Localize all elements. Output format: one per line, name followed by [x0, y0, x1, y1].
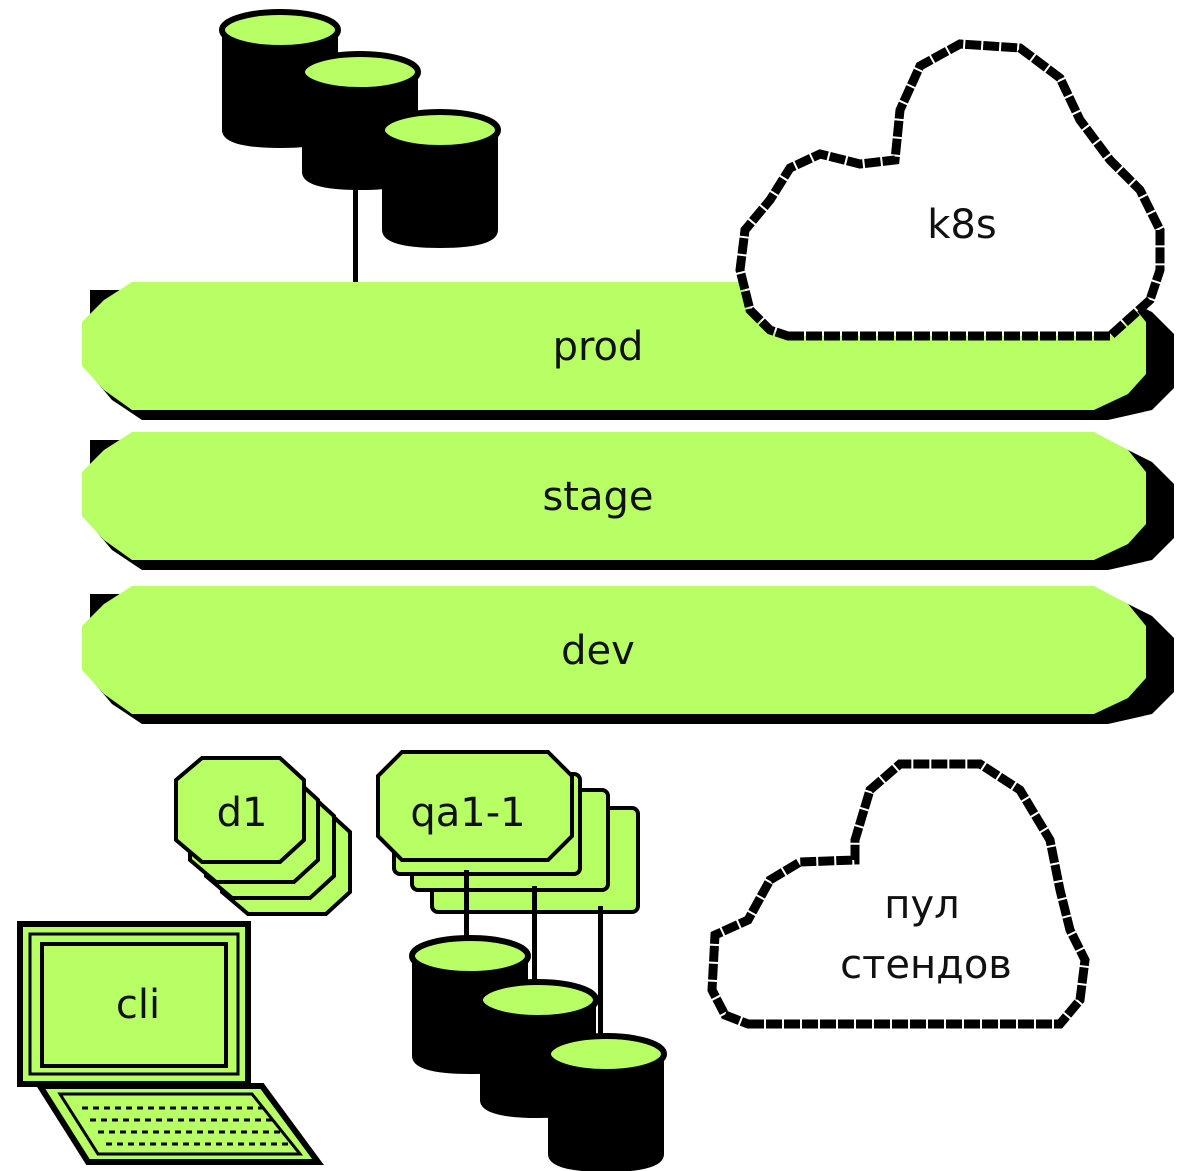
d1-stand-stack: d1	[174, 756, 352, 916]
connector-line	[532, 886, 537, 984]
connector-line	[353, 182, 358, 282]
dev-band: dev	[82, 586, 1174, 724]
laptop-icon: cli	[17, 921, 324, 1165]
cli-label: cli	[116, 982, 160, 1028]
connector-line	[598, 906, 603, 1036]
dev-label: dev	[561, 628, 635, 674]
pool-label-line2: стендов	[840, 942, 1012, 988]
prod-label: prod	[553, 324, 644, 370]
database-icon	[382, 112, 498, 248]
k8s-label: k8s	[927, 202, 996, 248]
stand-pool-cloud: пул стендов	[707, 759, 1090, 1029]
connector-line	[464, 870, 469, 940]
stage-band: stage	[82, 432, 1174, 570]
stage-label: stage	[542, 474, 653, 520]
bottom-database-stack	[412, 938, 664, 1171]
qa-label: qa1-1	[410, 790, 525, 836]
k8s-cloud: k8s	[735, 39, 1165, 341]
qa-stand-stack: qa1-1	[376, 750, 640, 1036]
top-database-stack	[222, 12, 498, 282]
pool-label-line1: пул	[884, 882, 959, 928]
prod-band: prod	[82, 282, 1174, 420]
d1-label: d1	[217, 790, 268, 836]
keyboard-keys	[82, 1106, 292, 1146]
database-icon	[548, 1036, 664, 1171]
